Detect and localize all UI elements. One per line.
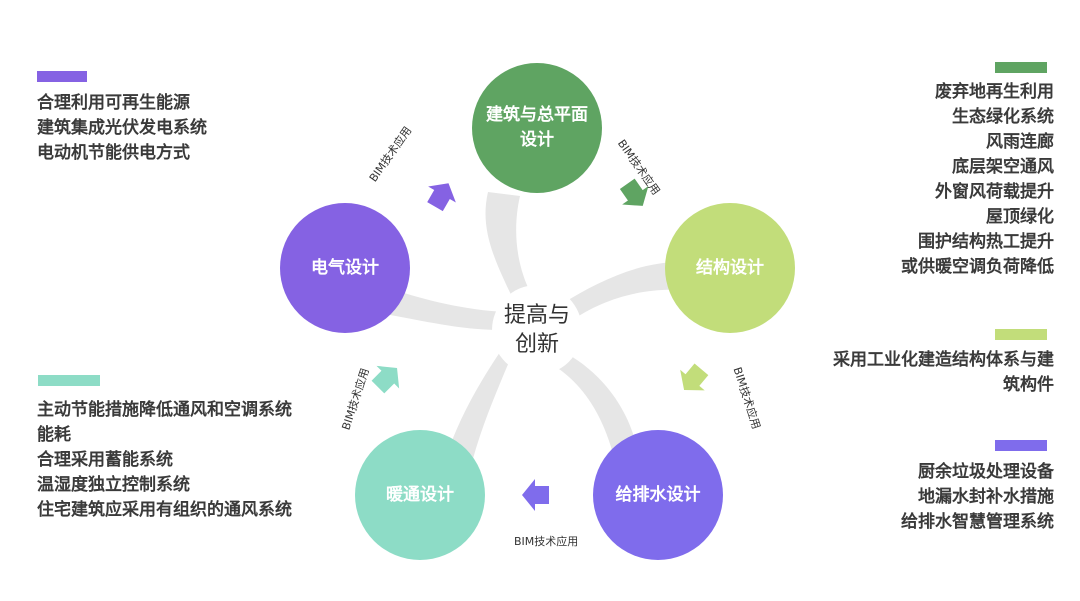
panel-item: 外窗风荷载提升	[935, 182, 1054, 202]
panel-item: 地漏水封补水措施	[918, 487, 1054, 507]
arrow-shape	[680, 363, 709, 391]
structure-label-line: 结构设计	[696, 257, 764, 278]
architecture-circle	[472, 63, 602, 193]
panel-item: 底层架空通风	[952, 157, 1054, 177]
panel-item: 围护结构热工提升	[918, 232, 1054, 252]
hvac-label-line: 暖通设计	[386, 484, 454, 505]
panel-item: 合理采用蓄能系统	[37, 450, 173, 470]
panel-bottom-left: 主动节能措施降低通风和空调系统 能耗 合理采用蓄能系统 温湿度独立控制系统 住宅…	[37, 398, 292, 523]
swirl-arm-bottom-left	[445, 352, 512, 470]
hvac-circle	[355, 430, 485, 560]
swirl-arm-left	[390, 290, 505, 330]
swirl-arm-top	[485, 192, 545, 318]
arrow-arch-to-struct	[619, 178, 649, 206]
panel-item: 温湿度独立控制系统	[37, 475, 190, 495]
hvac-label: 暖通设计	[355, 482, 485, 508]
electrical-circle	[280, 203, 410, 333]
swirl-arm-bottom-right	[548, 350, 635, 450]
plumbing-label-line: 给排水设计	[615, 484, 701, 505]
panel-item: 电动机节能供电方式	[37, 143, 190, 163]
arrow-shape	[619, 178, 649, 206]
panel-bar-bottom-left	[38, 375, 100, 386]
panel-bar-bottom-right	[995, 440, 1047, 451]
electrical-label: 电气设计	[280, 255, 410, 281]
arrow-elec-to-arch	[427, 183, 456, 212]
panel-item: 建筑集成光伏发电系统	[37, 118, 207, 138]
center-label-line: 创新	[514, 332, 559, 357]
panel-item: 筑构件	[1003, 375, 1054, 395]
swirl-connectors	[390, 192, 680, 470]
panel-bar-middle-right	[995, 329, 1047, 340]
panel-middle-right: 采用工业化建造结构体系与建 筑构件	[833, 348, 1054, 398]
arrow-hvac-to-elec	[371, 365, 400, 394]
panel-top-left: 合理利用可再生能源 建筑集成光伏发电系统 电动机节能供电方式	[37, 91, 207, 166]
swirl-arm-right	[560, 262, 680, 322]
structure-label: 结构设计	[665, 255, 795, 281]
panel-item: 采用工业化建造结构体系与建	[833, 350, 1054, 370]
plumbing-label: 给排水设计	[593, 482, 723, 508]
panel-item: 屋顶绿化	[986, 207, 1054, 227]
architecture-label: 建筑与总平面 设计	[472, 90, 602, 166]
panel-item: 给排水智慧管理系统	[901, 512, 1054, 532]
center-label-line: 提高与	[503, 303, 570, 328]
panel-item: 合理利用可再生能源	[37, 93, 190, 113]
arrow-shape	[371, 365, 400, 394]
bim-label-bottom: BIM技术应用	[514, 535, 579, 548]
panel-top-right: 废弃地再生利用 生态绿化系统 风雨连廊 底层架空通风 外窗风荷载提升 屋顶绿化 …	[901, 80, 1054, 280]
panel-bottom-right: 厨余垃圾处理设备 地漏水封补水措施 给排水智慧管理系统	[901, 460, 1054, 535]
architecture-label-line: 设计	[520, 130, 554, 150]
arrow-shape	[427, 183, 456, 212]
center-label: 提高与 创新	[492, 300, 582, 360]
panel-item: 厨余垃圾处理设备	[918, 462, 1054, 482]
arrow-struct-to-plumb	[680, 363, 709, 391]
panel-item: 主动节能措施降低通风和空调系统	[37, 400, 292, 420]
architecture-label-line: 建筑与总平面	[486, 105, 588, 125]
panel-item: 能耗	[37, 425, 71, 445]
structure-circle	[665, 203, 795, 333]
panel-item: 生态绿化系统	[952, 107, 1054, 127]
arrow-plumb-to-hvac	[522, 479, 549, 511]
arrow-shape	[522, 479, 549, 511]
panel-item: 风雨连廊	[986, 132, 1054, 152]
panel-item: 住宅建筑应采用有组织的通风系统	[37, 500, 292, 520]
panel-item: 或供暖空调负荷降低	[901, 257, 1054, 277]
panel-bar-top-left	[37, 71, 87, 82]
electrical-label-line: 电气设计	[311, 257, 379, 278]
panel-bar-top-right	[995, 62, 1047, 73]
plumbing-circle	[593, 430, 723, 560]
center-circle	[492, 285, 582, 375]
panel-item: 废弃地再生利用	[935, 82, 1054, 102]
